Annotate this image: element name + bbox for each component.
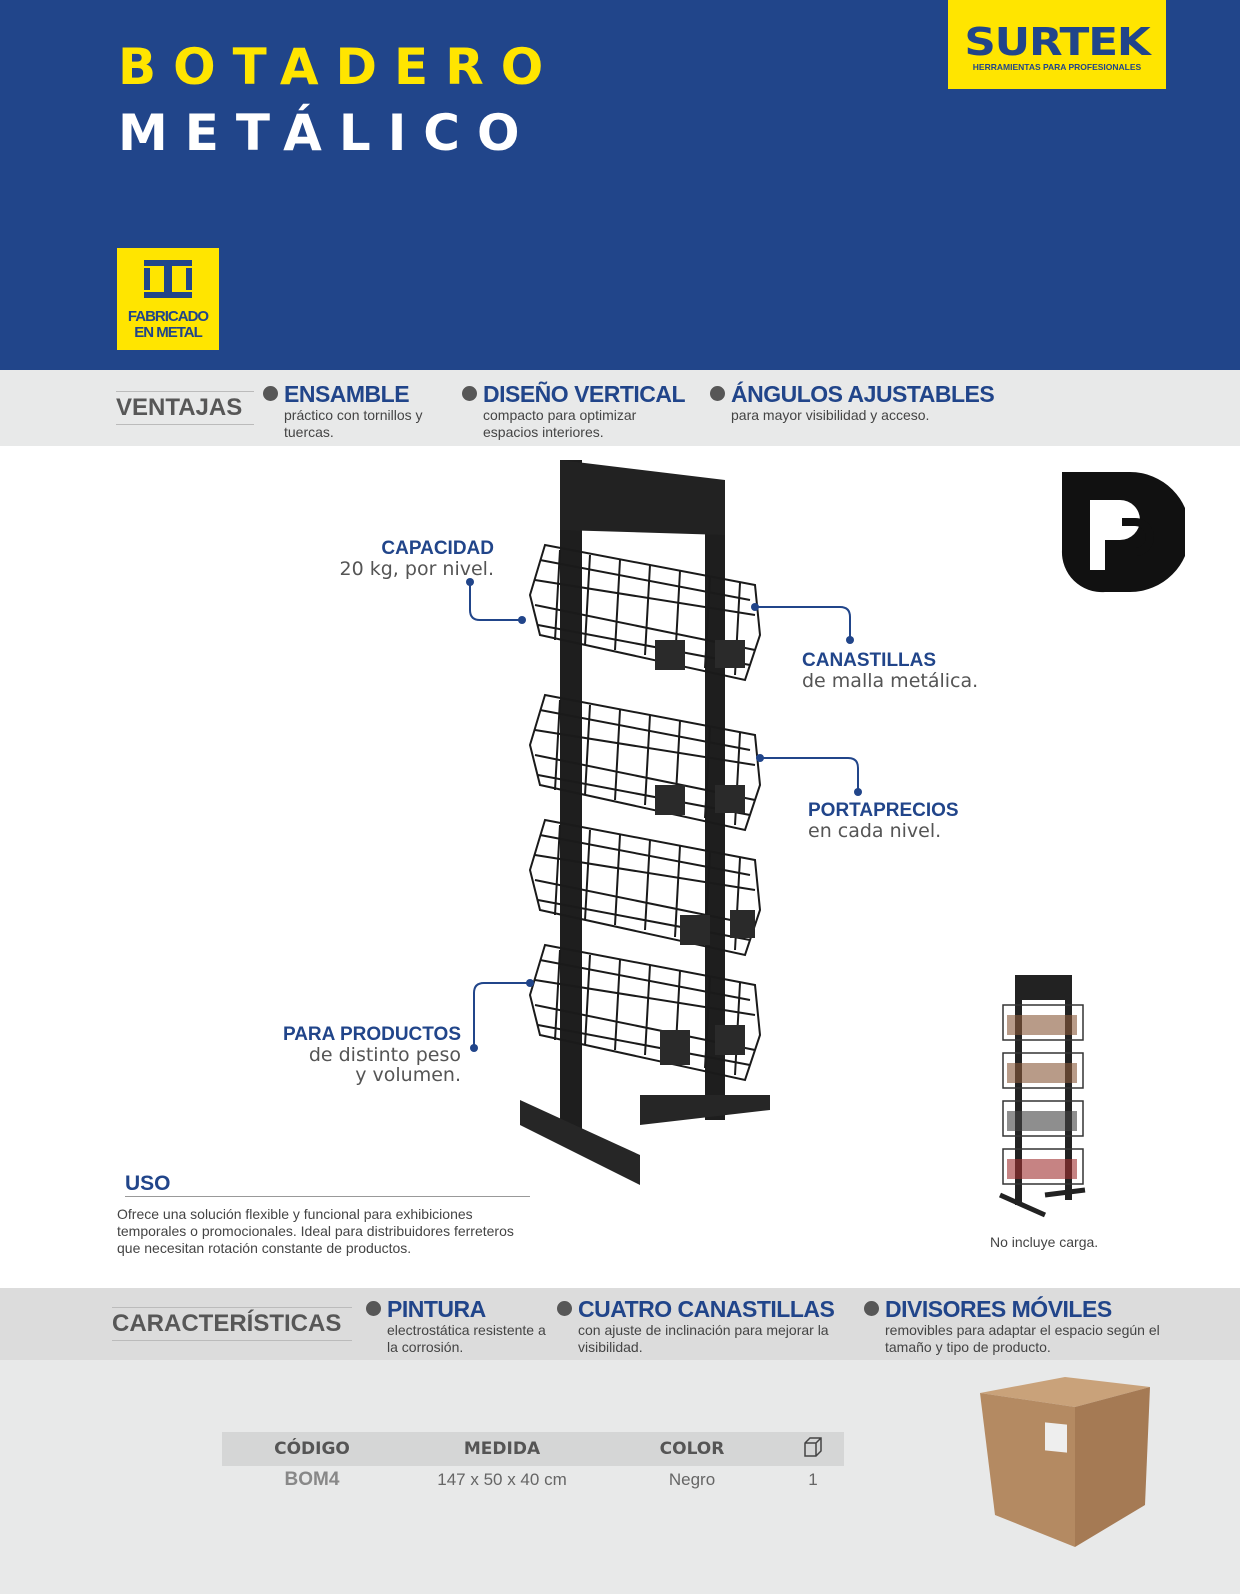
cell-quantity: 1 <box>808 1470 818 1489</box>
caracteristica-desc: electrostática resistente a la corrosión… <box>387 1322 546 1355</box>
ventaja-desc: compacto para optimizar espacios interio… <box>483 407 637 440</box>
callout-desc: y volumen. <box>355 1064 461 1086</box>
brand-tagline: HERRAMIENTAS PARA PROFESIONALES <box>972 62 1142 72</box>
ventaja-title: DISEÑO VERTICAL <box>483 381 686 407</box>
callout-desc: de malla metálica. <box>802 670 979 692</box>
caracteristica-title: CUATRO CANASTILLAS <box>578 1296 835 1322</box>
uso-title: USO <box>125 1172 530 1197</box>
callout-title: PORTAPRECIOS <box>808 800 959 821</box>
bullet-icon <box>263 386 278 401</box>
ventajas-band <box>0 370 1240 446</box>
callout-desc: 20 kg, por nivel. <box>339 558 494 580</box>
callout-title: CAPACIDAD <box>381 538 494 559</box>
caracteristica-title: PINTURA <box>387 1296 486 1322</box>
bullet-icon <box>462 386 477 401</box>
ventaja-title: ENSAMBLE <box>284 381 410 407</box>
product-image-loaded <box>998 975 1086 1218</box>
bullet-icon <box>864 1301 879 1316</box>
uso-text: Ofrece una solución flexible y funcional… <box>117 1206 514 1256</box>
title-line1: BOTADERO <box>118 38 561 96</box>
col-codigo: CÓDIGO <box>222 1432 402 1466</box>
packaging-box-image <box>980 1377 1150 1547</box>
caracteristicas-band <box>0 1288 1240 1360</box>
metal-badge: FABRICADO EN METAL <box>117 248 219 350</box>
bullet-icon <box>710 386 725 401</box>
ventaja-desc: práctico con tornillos y tuercas. <box>284 407 423 440</box>
table-row: BOM4 147 x 50 x 40 cm Negro 1 <box>222 1466 844 1494</box>
box-icon <box>782 1432 844 1466</box>
callout-desc: en cada nivel. <box>808 820 942 842</box>
cell-color: Negro <box>668 1470 716 1489</box>
caracteristica-title: DIVISORES MÓVILES <box>885 1296 1112 1322</box>
certification-logo <box>1061 472 1185 593</box>
ventaja-title: ÁNGULOS AJUSTABLES <box>731 381 995 407</box>
bullet-icon <box>366 1301 381 1316</box>
product-spec-table: CÓDIGO MEDIDA COLOR BOM4 147 x 50 x 40 c… <box>222 1432 844 1494</box>
product-image-rack <box>520 460 770 1185</box>
bullet-icon <box>557 1301 572 1316</box>
brand-name: SURTEK <box>964 20 1150 64</box>
cell-medida: 147 x 50 x 40 cm <box>437 1470 567 1489</box>
callout-title: CANASTILLAS <box>802 650 937 671</box>
ventaja-desc: para mayor visibilidad y acceso. <box>731 407 930 423</box>
col-medida: MEDIDA <box>402 1432 602 1466</box>
badge-label: FABRICADO EN METAL <box>127 308 209 341</box>
caracteristicas-label: CARACTERÍSTICAS <box>112 1307 352 1341</box>
title-line2: METÁLICO <box>118 104 537 162</box>
beam-icon <box>144 260 192 298</box>
caracteristica-desc: con ajuste de inclinación para mejorar l… <box>578 1322 829 1355</box>
surtek-logo: SURTEK HERRAMIENTAS PARA PROFESIONALES <box>948 0 1166 89</box>
callout-title: PARA PRODUCTOS <box>282 1024 461 1045</box>
cell-codigo: BOM4 <box>284 1469 340 1490</box>
small-image-caption: No incluye carga. <box>990 1234 1099 1250</box>
table-header-row: CÓDIGO MEDIDA COLOR <box>222 1432 844 1466</box>
callout-desc: de distinto peso <box>308 1044 461 1066</box>
caracteristica-desc: removibles para adaptar el espacio según… <box>885 1322 1160 1355</box>
col-color: COLOR <box>602 1432 782 1466</box>
callout-lines <box>466 578 862 1052</box>
ventajas-label: VENTAJAS <box>116 391 254 425</box>
